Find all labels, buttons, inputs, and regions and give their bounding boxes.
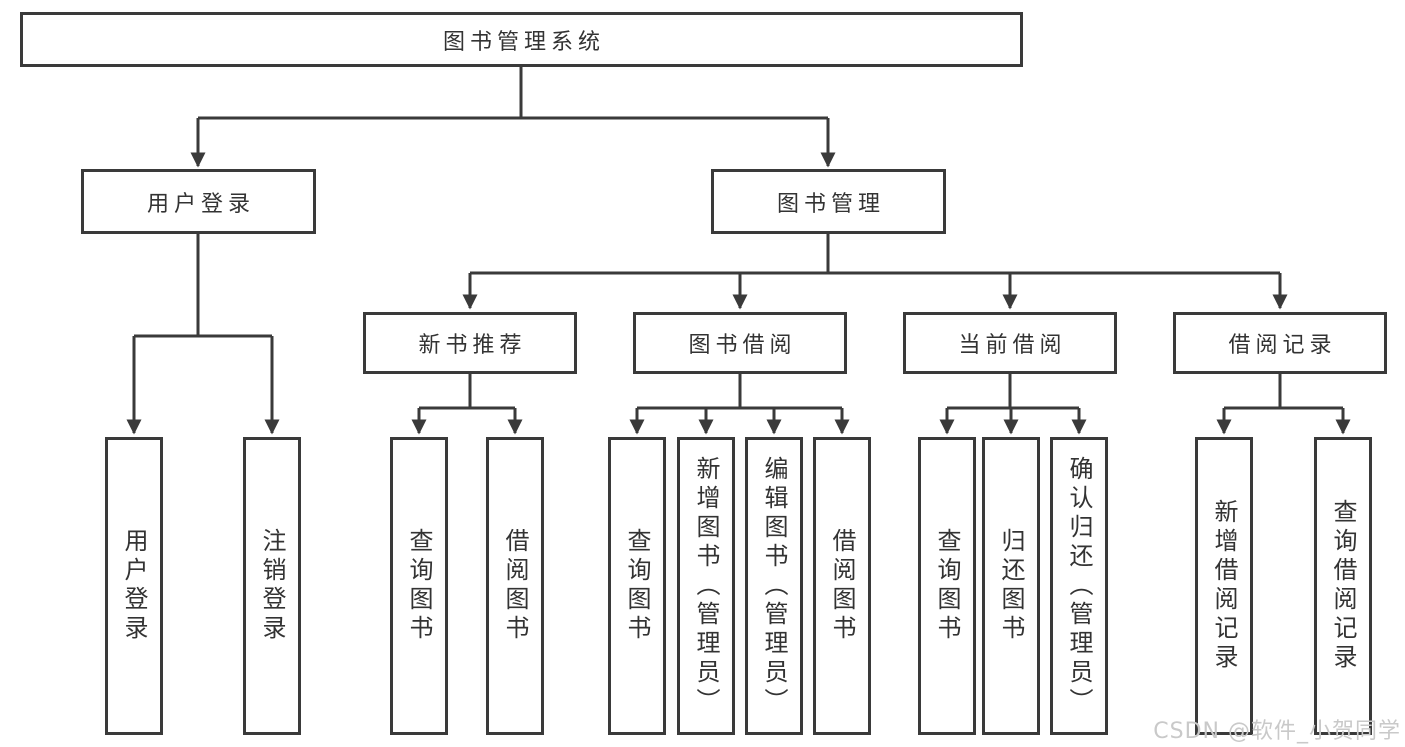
leaf-add-book-admin: 新增图书（管理员）: [677, 437, 735, 735]
leaf-add-borrow-record: 新增借阅记录: [1195, 437, 1253, 735]
leaf-logout: 注销登录: [243, 437, 301, 735]
node-book-management: 图书管理: [711, 169, 946, 234]
leaf-query-books: 查询图书: [390, 437, 448, 735]
leaf-query-books-3: 查询图书: [918, 437, 976, 735]
csdn-watermark: CSDN @软件_小贺同学: [1153, 719, 1401, 744]
leaf-return-books: 归还图书: [982, 437, 1040, 735]
leaf-user-login: 用户登录: [105, 437, 163, 735]
node-library-management-system: 图书管理系统: [20, 12, 1023, 67]
node-book-borrowing: 图书借阅: [633, 312, 847, 374]
leaf-confirm-return-admin: 确认归还（管理员）: [1050, 437, 1108, 735]
leaf-edit-book-admin: 编辑图书（管理员）: [745, 437, 803, 735]
leaf-borrow-books: 借阅图书: [486, 437, 544, 735]
node-borrowing-records: 借阅记录: [1173, 312, 1387, 374]
node-current-borrowing: 当前借阅: [903, 312, 1117, 374]
leaf-borrow-books-2: 借阅图书: [813, 437, 871, 735]
node-new-book-recommendation: 新书推荐: [363, 312, 577, 374]
leaf-query-books-2: 查询图书: [608, 437, 666, 735]
node-user-login: 用户登录: [81, 169, 316, 234]
leaf-query-borrow-record: 查询借阅记录: [1314, 437, 1372, 735]
